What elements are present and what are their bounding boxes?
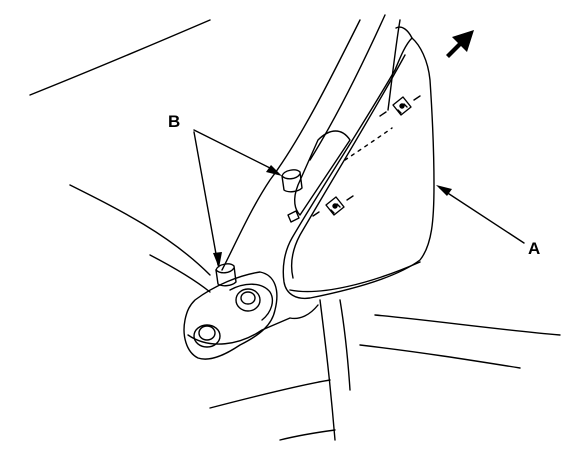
hinge-bracket xyxy=(183,271,278,360)
label-part-a: A xyxy=(528,239,541,258)
cover-a-bottom-rim xyxy=(289,261,421,293)
hinge-bolt-upper xyxy=(235,288,261,312)
hinge-bolt-lower xyxy=(193,324,221,348)
cover-a-lip xyxy=(395,26,413,39)
cover-tab xyxy=(287,210,300,223)
body-curve-upper xyxy=(29,19,211,96)
inner-panel xyxy=(293,130,351,216)
floor-line-bottom xyxy=(279,429,336,441)
cover-a-inner-edge xyxy=(291,54,406,279)
pillar-edge-back xyxy=(387,19,401,111)
floor-line-mid xyxy=(359,344,521,369)
arrow-up-right-icon xyxy=(446,30,474,58)
hinge-bracket-inner xyxy=(229,283,274,321)
floor-line-right xyxy=(374,314,561,336)
pillar-lower-edge-2 xyxy=(339,299,351,391)
pillar-edge-inner xyxy=(309,14,386,161)
clip-b-upper xyxy=(281,169,303,193)
leader-a xyxy=(439,187,525,244)
cover-clip-upper xyxy=(379,95,421,117)
pillar-lower-edge xyxy=(319,299,336,441)
arrowhead-a xyxy=(436,185,452,196)
hinge-bracket-flange xyxy=(187,304,319,345)
cover-a-dash xyxy=(344,127,393,161)
arrowhead-b-upper xyxy=(266,165,282,176)
label-part-b: B xyxy=(168,112,181,131)
body-curve-left xyxy=(69,184,211,276)
pillar-edge-outer xyxy=(221,19,361,271)
leader-b-upper xyxy=(193,129,275,171)
arrowhead-b-lower xyxy=(213,252,222,268)
floor-line-low xyxy=(209,379,331,409)
leader-b-lower xyxy=(193,131,219,266)
clip-b-lower xyxy=(215,263,237,287)
body-curve-lower xyxy=(149,254,211,293)
cover-clip-lower xyxy=(312,195,354,217)
cover-a-outline xyxy=(282,37,435,300)
